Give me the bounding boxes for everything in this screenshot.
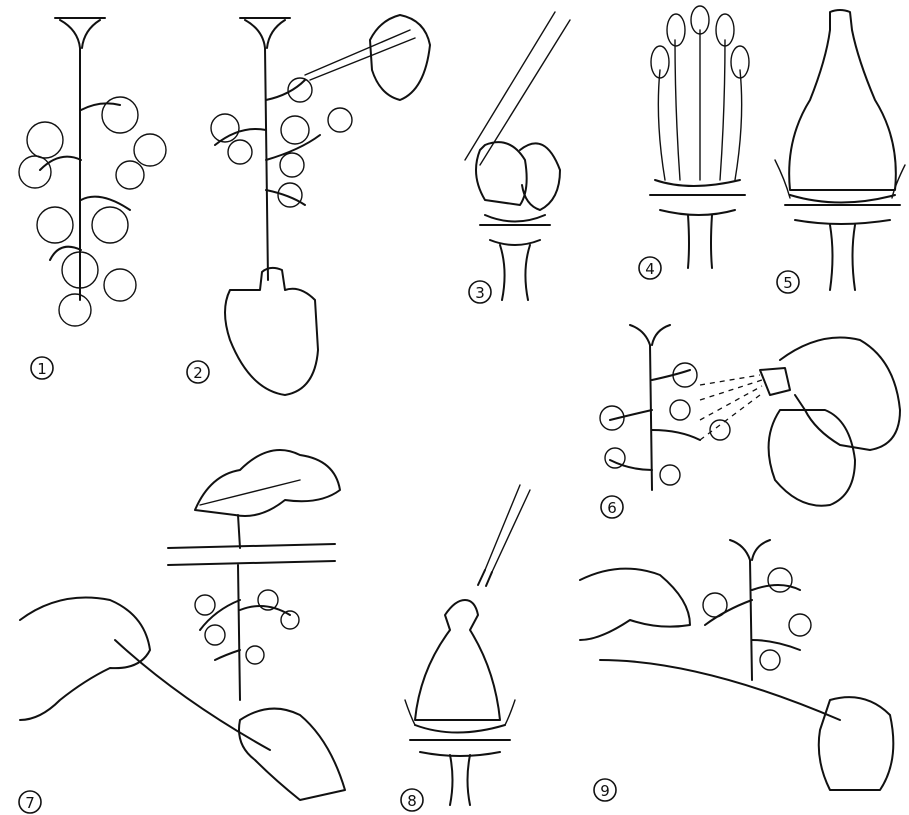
hand-icon bbox=[580, 569, 690, 640]
svg-text:3: 3 bbox=[475, 284, 485, 302]
step-number-8: 8 bbox=[401, 789, 423, 811]
panel-4-exposed-stamens bbox=[650, 6, 749, 268]
hand-icon bbox=[370, 15, 430, 100]
step-number-4: 4 bbox=[639, 257, 661, 279]
svg-text:7: 7 bbox=[25, 794, 35, 812]
svg-text:8: 8 bbox=[407, 792, 417, 810]
step-number-7: 7 bbox=[19, 791, 41, 813]
panel-5-pistil bbox=[775, 10, 905, 290]
svg-text:1: 1 bbox=[37, 360, 47, 378]
sprayer-nozzle-icon bbox=[760, 368, 790, 395]
leaf-icon bbox=[195, 450, 340, 516]
svg-text:2: 2 bbox=[193, 364, 203, 382]
hand-icon bbox=[225, 268, 318, 395]
hand-icon bbox=[780, 338, 900, 451]
hand-icon bbox=[239, 709, 345, 800]
svg-text:6: 6 bbox=[607, 499, 617, 517]
tweezers-icon bbox=[465, 12, 570, 165]
brush-icon bbox=[485, 485, 530, 572]
step-number-1: 1 bbox=[31, 357, 53, 379]
hand-icon bbox=[819, 697, 894, 790]
panel-7-tying bbox=[20, 450, 345, 800]
step-number-2: 2 bbox=[187, 361, 209, 383]
step-number-5: 5 bbox=[777, 271, 799, 293]
panel-6-spraying bbox=[600, 325, 900, 506]
step-number-9: 9 bbox=[594, 779, 616, 801]
step-number-3: 3 bbox=[469, 281, 491, 303]
panel-3-cap-removal bbox=[465, 12, 570, 300]
svg-text:5: 5 bbox=[783, 274, 793, 292]
panel-1-flower-clumps bbox=[19, 97, 166, 326]
spray-bottle-icon bbox=[769, 410, 855, 506]
svg-text:9: 9 bbox=[600, 782, 610, 800]
panel-2-thinning-cluster bbox=[211, 15, 430, 395]
tweezers-icon bbox=[305, 30, 415, 80]
hand-icon bbox=[20, 598, 150, 721]
svg-text:4: 4 bbox=[645, 260, 655, 278]
panel-1-full-flower-cluster bbox=[19, 18, 166, 326]
step-number-6: 6 bbox=[601, 496, 623, 518]
panel-8-pollination bbox=[405, 485, 530, 805]
panel-9-tying-cluster bbox=[580, 540, 893, 790]
